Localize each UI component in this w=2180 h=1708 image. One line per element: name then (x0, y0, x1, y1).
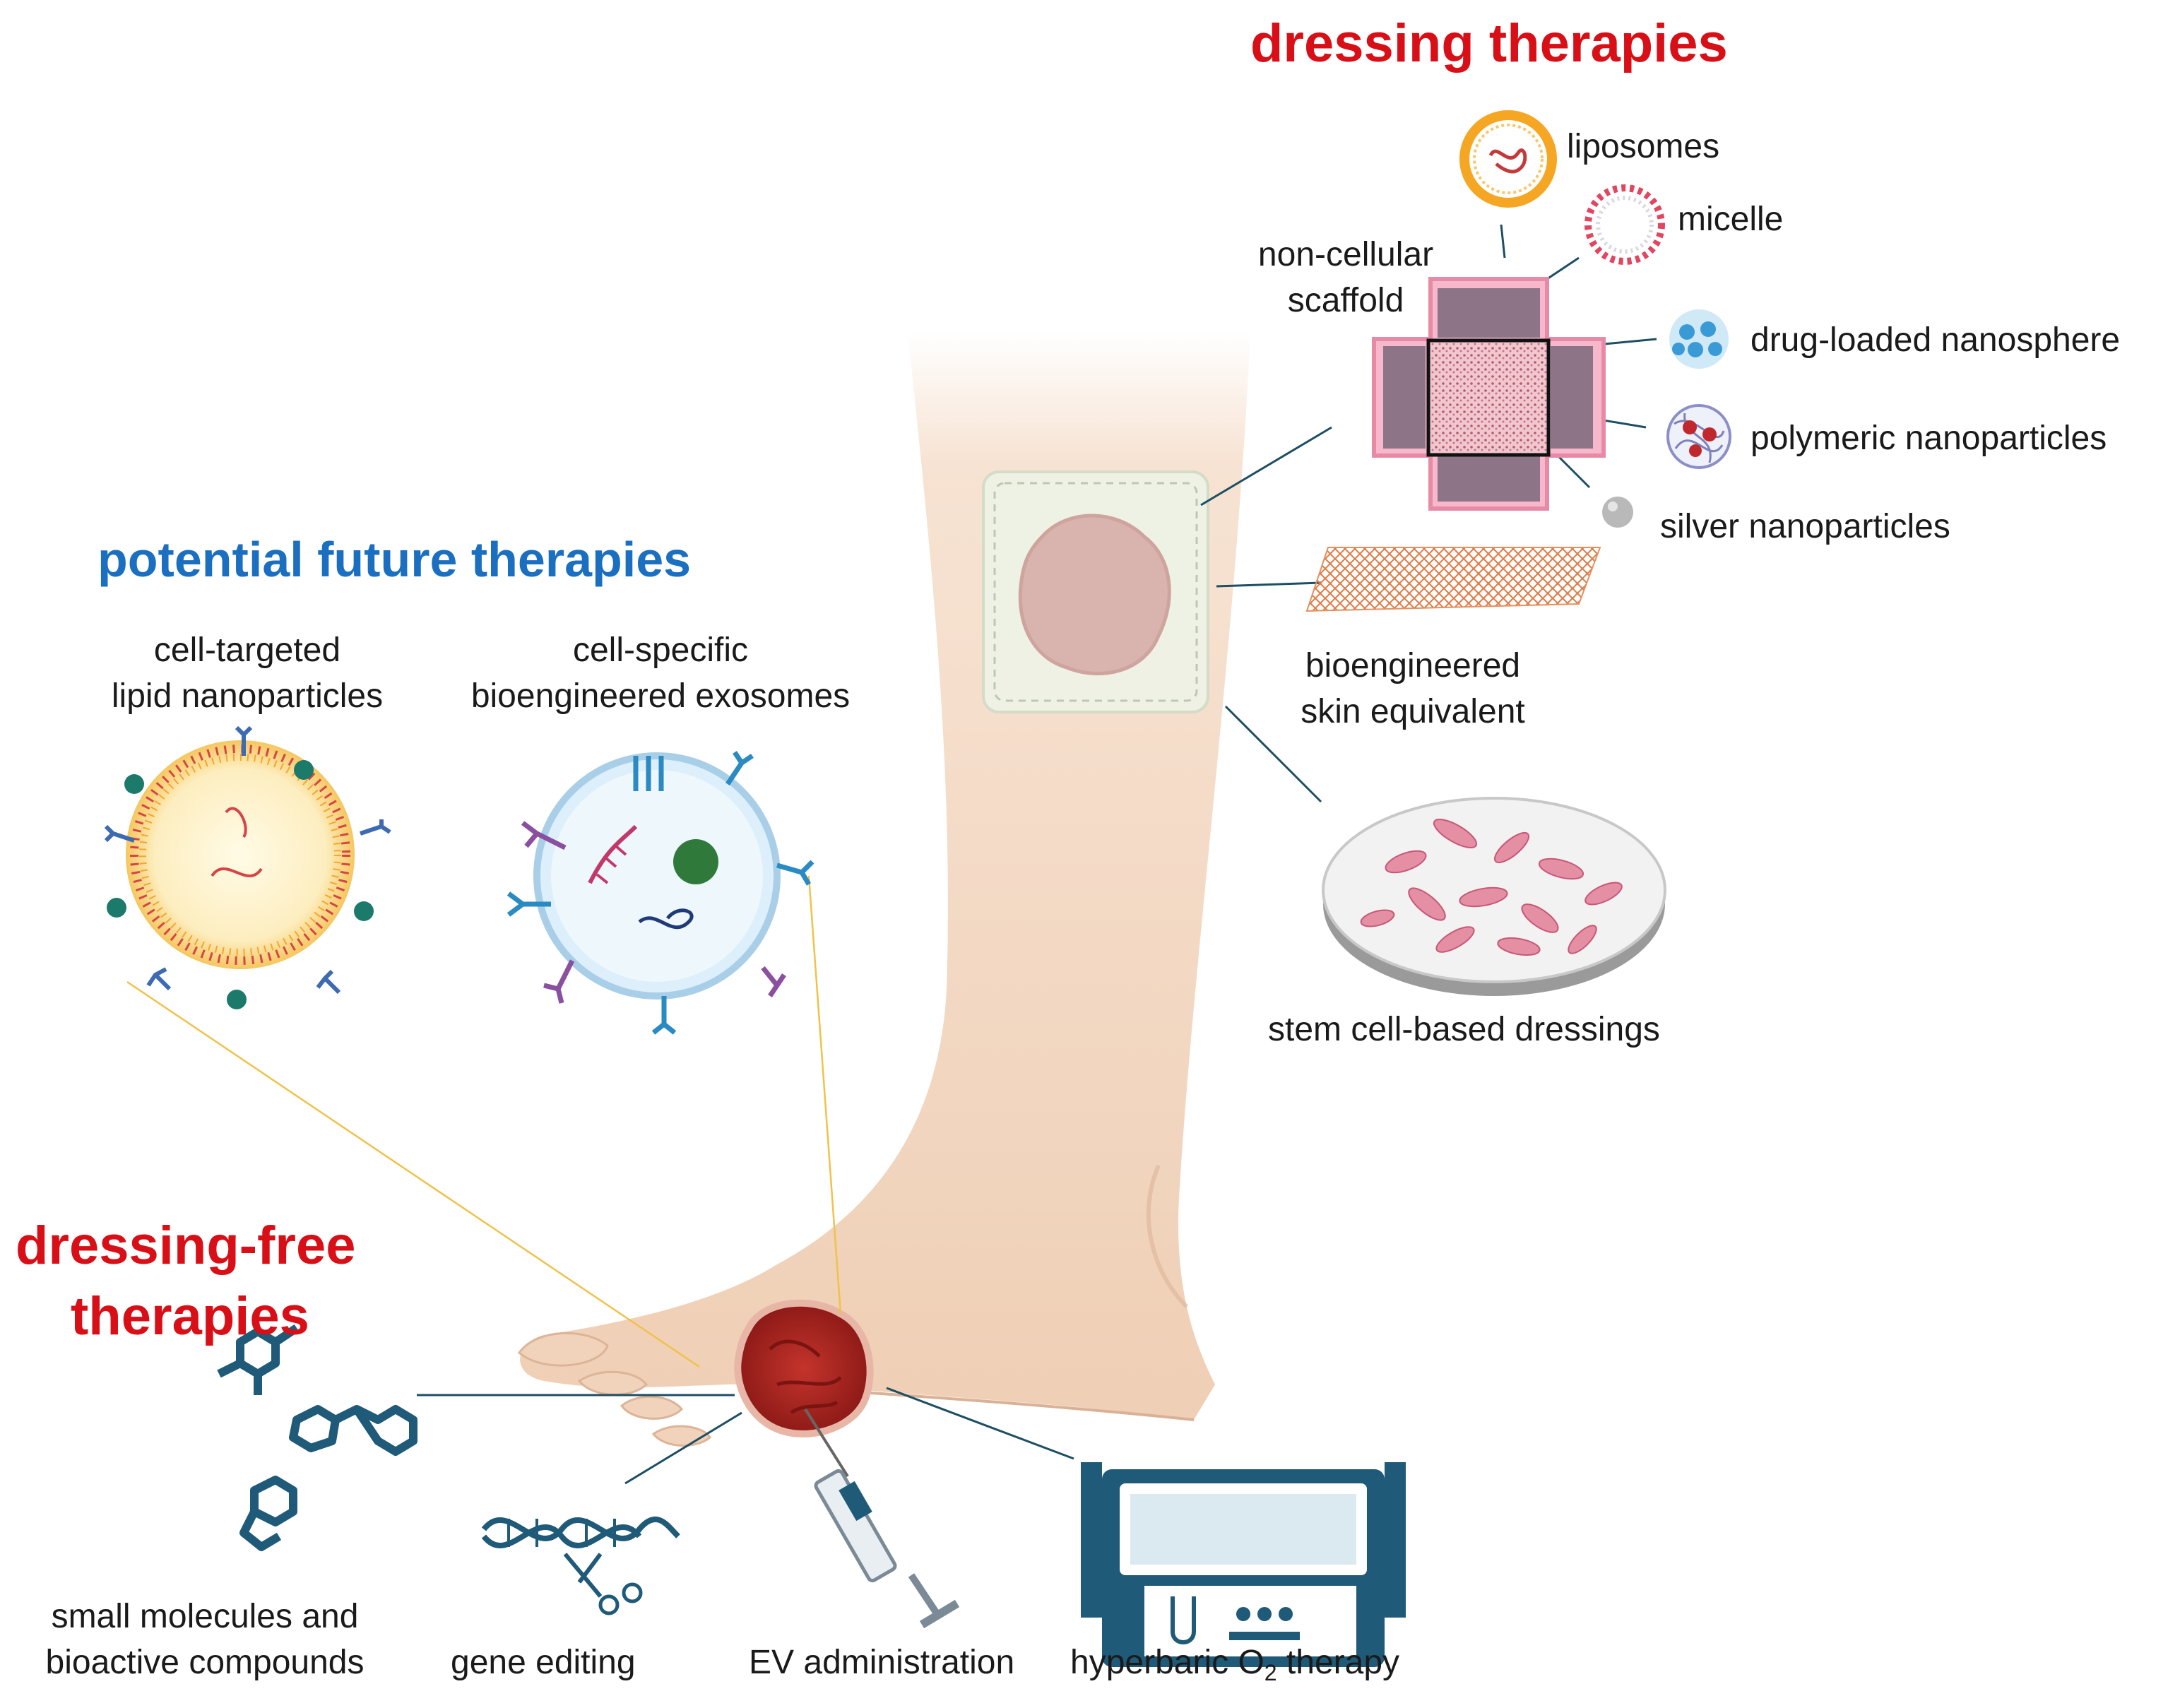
exosome-icon (507, 751, 814, 1035)
label-skin-line1: bioengineered (1305, 647, 1521, 684)
label-small-molecules-line1: small molecules and (51, 1598, 359, 1635)
scaffold-icon (1372, 277, 1606, 511)
label-ev-administration: EV administration (749, 1644, 1015, 1681)
hbo-text-pre: hyperbaric O (1070, 1644, 1264, 1681)
lipid-nanoparticle-icon (104, 725, 391, 1009)
label-lnp-line1: cell-targeted (153, 631, 341, 669)
zoom-lines (126, 875, 842, 1368)
label-hyperbaric-o2-therapy: hyperbaric O2 therapy (1070, 1641, 1399, 1685)
silver-nanoparticle-icon (1602, 497, 1633, 528)
label-micelle: micelle (1678, 201, 1784, 238)
label-scaffold-line2: scaffold (1287, 282, 1404, 319)
label-nanosphere: drug-loaded nanosphere (1750, 321, 2121, 359)
label-skin-line2: skin equivalent (1301, 693, 1525, 730)
nanosphere-icon (1669, 309, 1729, 369)
skin-mesh-icon (1305, 547, 1601, 612)
molecule-icon (217, 1324, 417, 1551)
micelle-icon (1584, 184, 1665, 265)
label-silver-nanoparticles: silver nanoparticles (1660, 508, 1950, 545)
label-scaffold-line1: non-cellular (1257, 236, 1434, 273)
heading-potential-future-therapies: potential future therapies (97, 532, 692, 587)
heading-dressing-free-line2: therapies (71, 1286, 309, 1346)
label-lnp-line2: lipid nanoparticles (111, 677, 384, 715)
label-polymeric-nanoparticles: polymeric nanoparticles (1750, 420, 2107, 457)
hbo-subscript: 2 (1264, 1660, 1277, 1685)
hbo-text-post: therapy (1276, 1644, 1400, 1681)
label-gene-editing: gene editing (451, 1644, 636, 1681)
foot-wound (734, 1299, 874, 1437)
heading-dressing-therapies: dressing therapies (1250, 13, 1728, 73)
label-liposomes: liposomes (1567, 128, 1720, 165)
wound-dressing-patch (982, 470, 1209, 713)
label-stem-cell-dressings: stem cell-based dressings (1268, 1011, 1660, 1048)
petri-dish-icon (1322, 797, 1666, 996)
label-small-molecules-line2: bioactive compounds (45, 1644, 365, 1681)
syringe-icon (804, 1408, 960, 1629)
dna-scissors-icon (481, 1517, 680, 1615)
label-exosome-line2: bioengineered exosomes (470, 677, 851, 715)
heading-dressing-free-line1: dressing-free (16, 1216, 356, 1276)
label-exosome-line1: cell-specific (572, 631, 749, 669)
liposome-icon (1459, 110, 1557, 208)
connector-lines (417, 224, 1657, 1485)
polymeric-nanoparticle-icon (1666, 404, 1731, 469)
hyperbaric-chamber-icon (1081, 1462, 1406, 1667)
